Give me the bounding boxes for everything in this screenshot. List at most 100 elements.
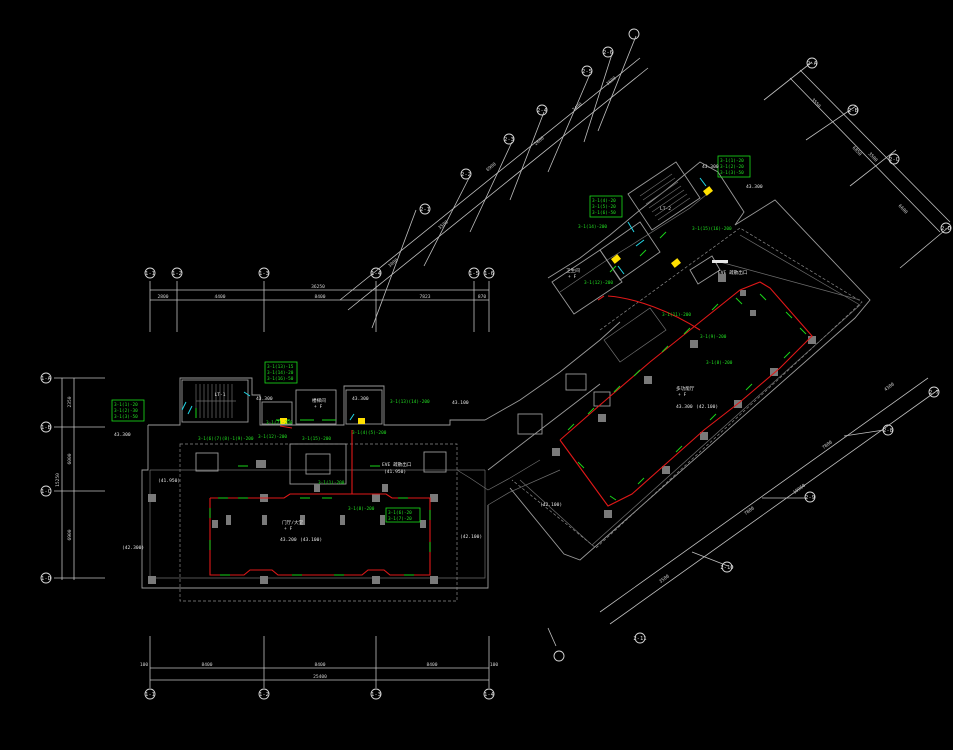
bottom-dim-seg-5: 100 bbox=[490, 662, 499, 668]
right-tag-line-e: 3-1(9)-200 bbox=[700, 334, 727, 340]
left-tag-line-h: 3-1(8)-200 bbox=[348, 506, 375, 512]
right-lower-dim-2: 7800 bbox=[821, 439, 834, 450]
right-dim-3: 3500 bbox=[867, 151, 879, 163]
axis-bubble-right-lower-2: 2-8 bbox=[882, 424, 894, 436]
left-dim-seg-2: 6000 bbox=[67, 453, 73, 464]
left-west-box-line-3: 3-1(3)-50 bbox=[114, 414, 138, 420]
axis-label-left-3: 1-C bbox=[41, 489, 51, 495]
axis-label-right-3: 2-C bbox=[889, 157, 899, 163]
left-tag-line-g: 3-1(1)-200 bbox=[318, 480, 345, 486]
right-west-box-line-1: 3-1(4)-20 bbox=[592, 198, 616, 204]
axis-label-diag-6: 2-6 bbox=[603, 50, 613, 56]
left-center-box-line-2: 3-1(7)-20 bbox=[388, 516, 412, 522]
right-tag-line-a: 3-1(14)-200 bbox=[578, 224, 607, 230]
axis-bubble-diag-2: 2-2 bbox=[460, 168, 472, 180]
left-small-room-a: 楼梯间 bbox=[312, 397, 326, 404]
axis-bubble-right-4: 2-D bbox=[940, 222, 952, 234]
right-stair-label: LT-2 bbox=[660, 206, 671, 212]
left-switch-a bbox=[280, 418, 287, 424]
axis-bubble-bottom-1: 1-1 bbox=[144, 688, 156, 700]
axis-bubble-diag-3: 2-3 bbox=[503, 133, 515, 145]
axis-bubble-right-lower-5: 2-11 bbox=[633, 632, 647, 644]
elev-center-label: 43.200 bbox=[280, 537, 297, 543]
axis-label-right-lower-4: 2-10 bbox=[720, 565, 733, 571]
right-tags: 3-1(1)-20 3-1(2)-20 3-1(3)-50 3-1(4)-20 … bbox=[578, 155, 751, 366]
axis-label-diag-4: 2-4 bbox=[537, 108, 548, 114]
axis-bubble-top-5: 1-5 bbox=[468, 267, 480, 279]
axis-label-top-3: 1-3 bbox=[259, 271, 269, 277]
right-stair-box-line-2: 3-1(2)-20 bbox=[720, 164, 744, 170]
right-tag-line-f: 3-1(8)-200 bbox=[706, 360, 733, 366]
left-building: LT-1 bbox=[141, 377, 489, 602]
axis-bubble-right-lower-6 bbox=[553, 650, 565, 662]
axis-bubble-left-1: 1-A bbox=[40, 372, 52, 384]
left-tag-line-e: 3-1(6)(7)(8)-1(9)-200 bbox=[198, 436, 254, 442]
elev-right-stair-top: 43.300 bbox=[702, 164, 719, 170]
axis-label-top-5: 1-5 bbox=[469, 271, 479, 277]
elev-left-inner: (41.950) bbox=[158, 478, 180, 484]
axis-label-left-1: 1-A bbox=[41, 376, 52, 382]
right-lower-dim-1: 4300 bbox=[883, 381, 896, 392]
right-lower-dim-3: 10950 bbox=[792, 483, 807, 496]
left-tag-line-f: 3-1(4)(5)-200 bbox=[352, 430, 387, 436]
axis-bubble-diag-4: 2-4 bbox=[536, 104, 548, 116]
axis-bubble-left-4: 1-D bbox=[40, 572, 52, 584]
left-evac-label: EVE 疏散出口 bbox=[382, 461, 412, 468]
axis-label-right-lower-3: 2-9 bbox=[805, 495, 815, 501]
axis-bubble-bottom-4: 1-4 bbox=[483, 688, 495, 700]
right-stair-box-line-1: 3-1(1)-20 bbox=[720, 158, 744, 164]
diag-dim-2: 3500 bbox=[437, 219, 450, 231]
diag-dim-6: 3600 bbox=[605, 75, 618, 87]
axis-label-top-4: 1-4 bbox=[371, 271, 382, 277]
axis-label-diag-2: 2-2 bbox=[461, 172, 471, 178]
left-dim-total: 15250 bbox=[55, 473, 61, 487]
top-dim-total: 36250 bbox=[311, 284, 325, 290]
axis-label-diag-5: 2-5 bbox=[582, 69, 592, 75]
bottom-dim-seg-2: 8400 bbox=[201, 662, 212, 668]
elev-left-sw: (42.300) bbox=[122, 545, 144, 551]
diag-dim-4: 2600 bbox=[533, 135, 546, 147]
right-switch-a bbox=[611, 254, 621, 264]
right-lower-dim-5: 3500 bbox=[658, 573, 671, 584]
right-dim-1: 3550 bbox=[810, 97, 822, 109]
bottom-dim-seg-1: 100 bbox=[140, 662, 149, 668]
right-evac-label: EVE 疏散出口 bbox=[718, 269, 748, 276]
top-dim-seg-5: 870 bbox=[478, 294, 487, 300]
bottom-dim-seg-3: 8400 bbox=[314, 662, 325, 668]
axis-label-left-2: 1-B bbox=[41, 425, 52, 431]
right-dimension-chains: 3550 6850 3500 6600 2-A 2-B 2-C 2-D 4300… bbox=[547, 57, 952, 662]
right-dim-4: 6600 bbox=[897, 203, 909, 215]
axis-label-bottom-4: 1-4 bbox=[484, 692, 495, 698]
left-switch-b bbox=[358, 418, 365, 424]
axis-label-top-2: 1-2 bbox=[172, 271, 182, 277]
right-small-room-b: + F bbox=[568, 274, 577, 280]
axis-label-left-4: 1-D bbox=[41, 576, 51, 582]
right-switch-c bbox=[703, 186, 713, 196]
left-tag-line-d: 3-1(7)-200 bbox=[266, 420, 293, 426]
axis-label-right-4: 2-D bbox=[941, 226, 951, 232]
axis-bubble-top-6: 1-6 bbox=[483, 267, 495, 279]
top-dimension-chain: 36250 2800 4400 8400 7823 870 1-1 1-2 1-… bbox=[144, 267, 495, 332]
elev-south-right: (42.100) bbox=[540, 502, 562, 508]
axis-label-diag-1: 2-1 bbox=[420, 207, 430, 213]
right-light-fixtures bbox=[567, 177, 807, 501]
axis-label-right-lower-5: 2-11 bbox=[633, 636, 646, 642]
bottom-dim-total: 25400 bbox=[313, 674, 327, 680]
axis-bubble-diag-1: 2-1 bbox=[419, 203, 431, 215]
right-tag-line-c: 3-1(12)-200 bbox=[584, 280, 613, 286]
right-switch-b bbox=[671, 258, 681, 268]
axis-bubble-diag-5: 2-5 bbox=[581, 65, 593, 77]
elev-right-hall-slab: (42.100) bbox=[696, 404, 718, 410]
right-hall-label-a: 多功能厅 bbox=[676, 385, 695, 392]
right-west-box-line-2: 3-1(5)-20 bbox=[592, 204, 616, 210]
bottom-dimension-chain: 100 8400 8400 8400 100 25400 1-1 1-2 1-3… bbox=[140, 636, 499, 700]
axis-bubble-bottom-2: 1-2 bbox=[258, 688, 270, 700]
left-dim-seg-1: 2350 bbox=[67, 396, 73, 407]
left-tags: 3-1(1)-20 3-1(2)-30 3-1(3)-50 3-1(13)-15… bbox=[111, 361, 430, 523]
left-stair-box-line-3: 3-1(16)-50 bbox=[267, 376, 294, 382]
top-dim-seg-1: 2800 bbox=[157, 294, 168, 300]
axis-bubble-top-4: 1-4 bbox=[370, 267, 382, 279]
right-cable-loop bbox=[559, 281, 813, 507]
elev-north-label: 43.100 bbox=[452, 400, 469, 406]
